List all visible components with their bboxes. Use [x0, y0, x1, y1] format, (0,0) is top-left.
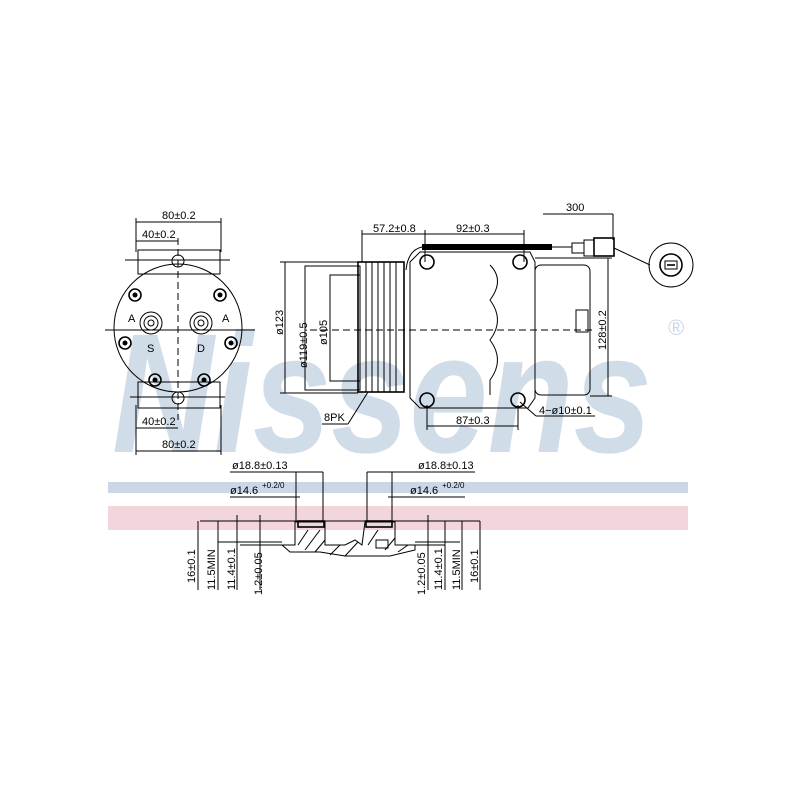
dim-top-width: 80±0.2: [162, 210, 196, 222]
dim-left-2: 11.5MIN: [206, 549, 218, 590]
dim-left-1: 16±0.1: [186, 549, 198, 583]
dim-left-inner-tol: +0.2/0: [262, 481, 285, 490]
electrical-connector: [593, 237, 615, 257]
connector-detail: [648, 242, 694, 288]
dim-right-inner-dia: ø14.6: [410, 485, 438, 497]
dim-left-inner-dia: ø14.6: [230, 485, 258, 497]
pulley-type-label: 8PK: [324, 412, 345, 424]
section-view: ø18.8±0.13 ø14.6 +0.2/0 ø18.8±0.13 ø14.6…: [186, 460, 481, 595]
dim-clutch-offset: 57.2±0.8: [373, 223, 416, 235]
registered-mark: ®: [668, 315, 684, 340]
dim-mount-span-top: 92±0.3: [456, 223, 490, 235]
dim-left-3: 11.4±0.1: [226, 548, 238, 590]
dim-bottom-width: 80±0.2: [162, 439, 196, 451]
dim-right-inner-tol: +0.2/0: [442, 481, 465, 490]
watermark-pink-band: [108, 506, 688, 530]
dim-right-2: 11.4±0.1: [433, 548, 445, 590]
side-view: ø123 ø119±0.5 ø105 57.2±0.8 92±0.3 300 1…: [274, 202, 694, 430]
wiring-harness: [422, 244, 552, 250]
discharge-port: [189, 311, 213, 335]
dim-d119: ø119±0.5: [298, 322, 310, 368]
dim-d123: ø123: [274, 310, 286, 335]
dim-right-4: 16±0.1: [469, 549, 481, 583]
dim-left-4: 1.2±0.05: [253, 552, 265, 595]
dim-mount-span-bottom: 87±0.3: [456, 415, 490, 427]
dim-d105: ø105: [318, 320, 330, 345]
bolt-holes: [118, 288, 238, 387]
section-a-left: A: [128, 313, 136, 325]
dim-bottom-half: 40±0.2: [142, 416, 176, 428]
watermark-logo: Nissens: [112, 299, 652, 489]
dim-cable-length: 300: [566, 202, 584, 214]
dim-right-outer-dia: ø18.8±0.13: [418, 460, 474, 472]
front-view: S D A A 80±0.2 40±0.2 40±0.2 80±0.2: [105, 210, 255, 455]
dim-top-half: 40±0.2: [142, 229, 176, 241]
port-s-label: S: [147, 343, 154, 355]
dim-left-outer-dia: ø18.8±0.13: [232, 460, 288, 472]
dim-mount-holes: 4−ø10±0.1: [539, 405, 592, 417]
watermark-blue-band: [108, 482, 688, 493]
section-a-right: A: [222, 313, 230, 325]
dim-right-1: 1.2±0.05: [416, 552, 428, 595]
port-d-label: D: [197, 343, 205, 355]
suction-port: [139, 311, 163, 335]
dim-height: 128±0.2: [597, 310, 609, 350]
dim-right-3: 11.5MIN: [451, 549, 463, 590]
